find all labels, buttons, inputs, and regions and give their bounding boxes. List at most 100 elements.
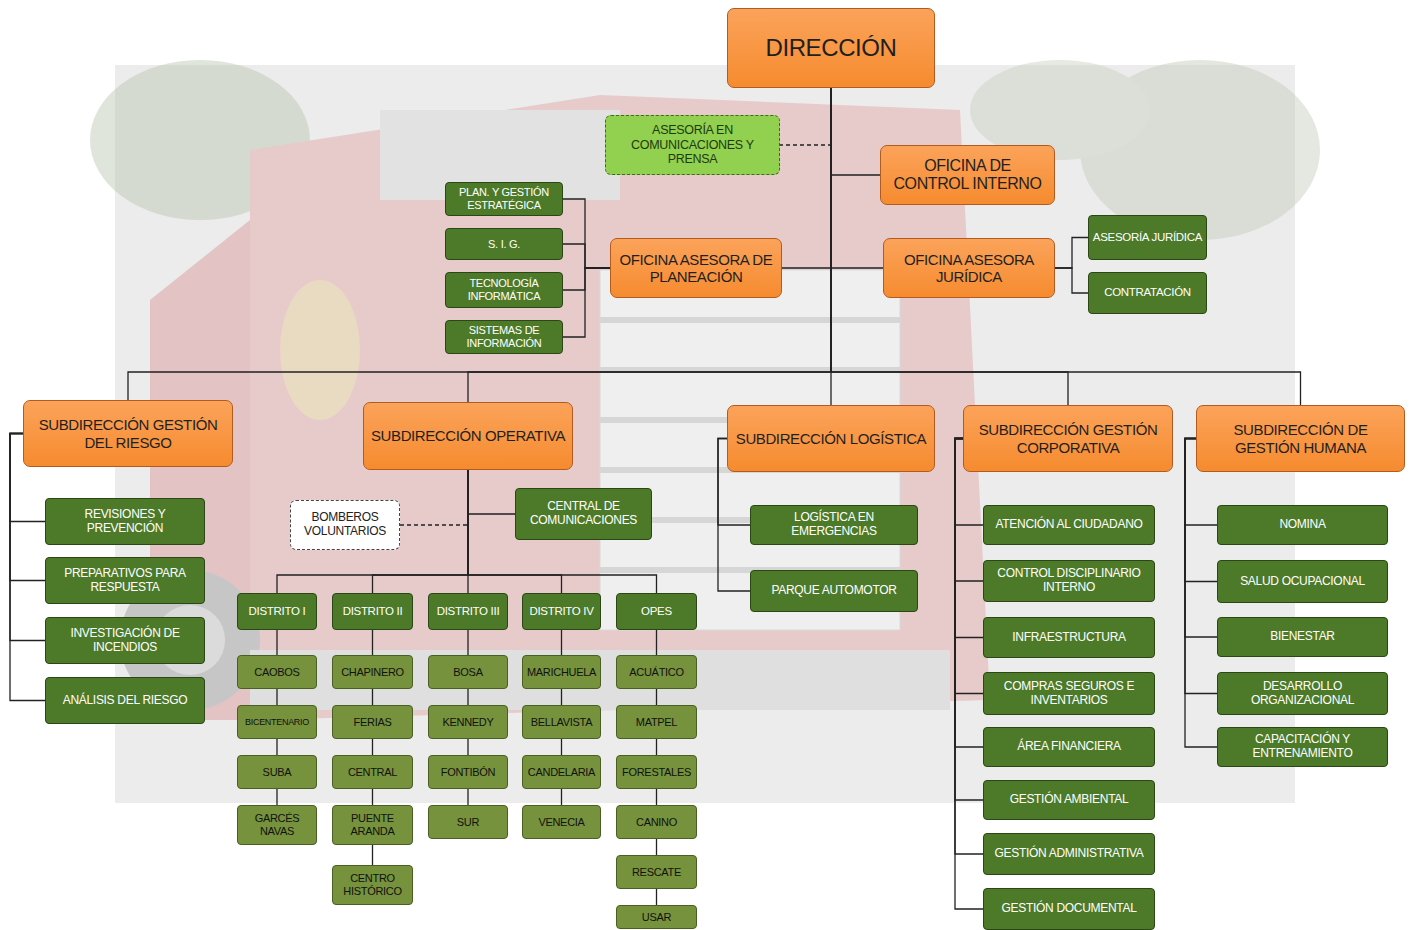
unit-box: SUBDIRECCIÓN GESTIÓN CORPORATIVA — [963, 405, 1173, 472]
section-box: ÁREA FINANCIERA — [983, 727, 1155, 767]
org-connector — [400, 470, 468, 525]
org-connector — [468, 470, 657, 593]
section-box: NOMINA — [1217, 505, 1388, 545]
box-label: DESARROLLO ORGANIZACIONAL — [1221, 680, 1384, 708]
box-label: OFICINA ASESORA JURÍDICA — [890, 251, 1048, 286]
box-label: OFICINA DE CONTROL INTERNO — [887, 157, 1048, 194]
station-box: CANDELARIA — [522, 755, 601, 789]
section-box: ASESORÍA JURÍDICA — [1088, 215, 1207, 260]
unit-box: DIRECCIÓN — [727, 8, 935, 88]
org-connector — [276, 630, 277, 655]
box-label: PUENTE ARANDA — [336, 812, 409, 837]
volunteer-box: BOMBEROS VOLUNTARIOS — [290, 500, 400, 550]
org-connector — [656, 839, 657, 855]
box-label: CONTRATACIÓN — [1092, 286, 1203, 299]
org-connector — [561, 630, 562, 655]
org-connector — [780, 88, 831, 145]
org-connector — [955, 439, 983, 694]
section-box: PLAN. Y GESTIÓN ESTRATÉGICA — [445, 182, 563, 216]
section-box: TECNOLOGÍA INFORMÁTICA — [445, 272, 563, 308]
station-box: PUENTE ARANDA — [332, 805, 413, 845]
station-box: BICENTENARIO — [237, 705, 317, 739]
box-label: CONTROL DISCIPLINARIO INTERNO — [987, 567, 1151, 595]
station-box: FONTIBÓN — [428, 755, 508, 789]
box-label: GESTIÓN AMBIENTAL — [987, 793, 1151, 807]
org-connector — [656, 630, 657, 655]
section-box: INVESTIGACIÓN DE INCENDIOS — [45, 617, 205, 664]
org-connector — [467, 789, 468, 805]
station-box: SUR — [428, 805, 508, 839]
box-label: SUBDIRECCIÓN LOGÍSTICA — [734, 430, 928, 447]
box-label: INFRAESTRUCTURA — [987, 631, 1151, 645]
org-connector — [656, 789, 657, 805]
org-connector — [372, 689, 373, 705]
org-connector — [1185, 439, 1217, 748]
box-label: SUBDIRECCIÓN OPERATIVA — [370, 427, 566, 444]
box-label: CHAPINERO — [336, 666, 409, 679]
station-box: CENTRAL — [332, 755, 413, 789]
box-label: PREPARATIVOS PARA RESPUESTA — [49, 567, 201, 595]
section-box: ATENCIÓN AL CIUDADANO — [983, 505, 1155, 545]
section-box: REVISIONES Y PREVENCIÓN — [45, 498, 205, 545]
box-label: REVISIONES Y PREVENCIÓN — [49, 508, 201, 536]
org-connector — [563, 268, 610, 337]
station-box: KENNEDY — [428, 705, 508, 739]
section-box: OPES — [616, 593, 697, 630]
box-label: SISTEMAS DE INFORMACIÓN — [449, 324, 559, 349]
station-box: FERIAS — [332, 705, 413, 739]
org-connector — [468, 470, 515, 514]
box-label: PARQUE AUTOMOTOR — [754, 584, 914, 598]
box-label: OPES — [620, 605, 693, 618]
section-box: COMPRAS SEGUROS E INVENTARIOS — [983, 672, 1155, 715]
box-label: ATENCIÓN AL CIUDADANO — [987, 518, 1151, 532]
section-box: DESARROLLO ORGANIZACIONAL — [1217, 672, 1388, 715]
box-label: GESTIÓN ADMINISTRATIVA — [987, 847, 1151, 861]
org-connector — [467, 739, 468, 755]
station-box: MARICHUELA — [522, 655, 601, 689]
box-label: CENTRAL — [336, 766, 409, 779]
unit-box: SUBDIRECCIÓN GESTIÓN DEL RIESGO — [23, 400, 233, 467]
station-box: MATPEL — [616, 705, 697, 739]
section-box: PREPARATIVOS PARA RESPUESTA — [45, 557, 205, 604]
section-box: S. I. G. — [445, 228, 563, 260]
box-label: DIRECCIÓN — [734, 34, 928, 62]
section-box: DISTRITO IV — [522, 593, 601, 630]
box-label: CAPACITACIÓN Y ENTRENAMIENTO — [1221, 733, 1384, 761]
box-label: INVESTIGACIÓN DE INCENDIOS — [49, 627, 201, 655]
box-label: BELLAVISTA — [526, 716, 597, 729]
box-label: DISTRITO I — [241, 605, 313, 618]
box-label: SUBDIRECCIÓN GESTIÓN DEL RIESGO — [30, 416, 226, 451]
box-label: SALUD OCUPACIONAL — [1221, 575, 1384, 589]
box-label: FORESTALES — [620, 766, 693, 779]
section-box: CONTROL DISCIPLINARIO INTERNO — [983, 560, 1155, 602]
box-label: S. I. G. — [449, 238, 559, 251]
station-box: CANINO — [616, 805, 697, 839]
station-box: CENTRO HISTÓRICO — [332, 865, 413, 905]
box-label: FONTIBÓN — [432, 766, 504, 779]
org-connector — [656, 889, 657, 905]
org-connector — [955, 439, 983, 855]
org-connector — [276, 689, 277, 705]
unit-box: OFICINA ASESORA DE PLANEACIÓN — [610, 238, 782, 298]
org-connector — [1055, 268, 1088, 293]
org-connector — [563, 244, 610, 268]
org-connector — [372, 789, 373, 805]
org-connector — [561, 739, 562, 755]
box-label: TECNOLOGÍA INFORMÁTICA — [449, 277, 559, 302]
box-label: GARCÉS NAVAS — [241, 812, 313, 837]
org-connector — [563, 199, 610, 268]
box-label: FERIAS — [336, 716, 409, 729]
section-box: DISTRITO I — [237, 593, 317, 630]
box-label: SUBDIRECCIÓN GESTIÓN CORPORATIVA — [970, 421, 1166, 456]
org-connector — [372, 630, 373, 655]
org-connector — [831, 88, 1068, 405]
box-label: CANINO — [620, 816, 693, 829]
org-connector — [467, 630, 468, 655]
org-connector — [563, 268, 610, 290]
org-connector — [277, 470, 468, 593]
station-box: USAR — [616, 905, 697, 929]
org-connector — [372, 739, 373, 755]
org-connector — [561, 789, 562, 805]
box-label: KENNEDY — [432, 716, 504, 729]
